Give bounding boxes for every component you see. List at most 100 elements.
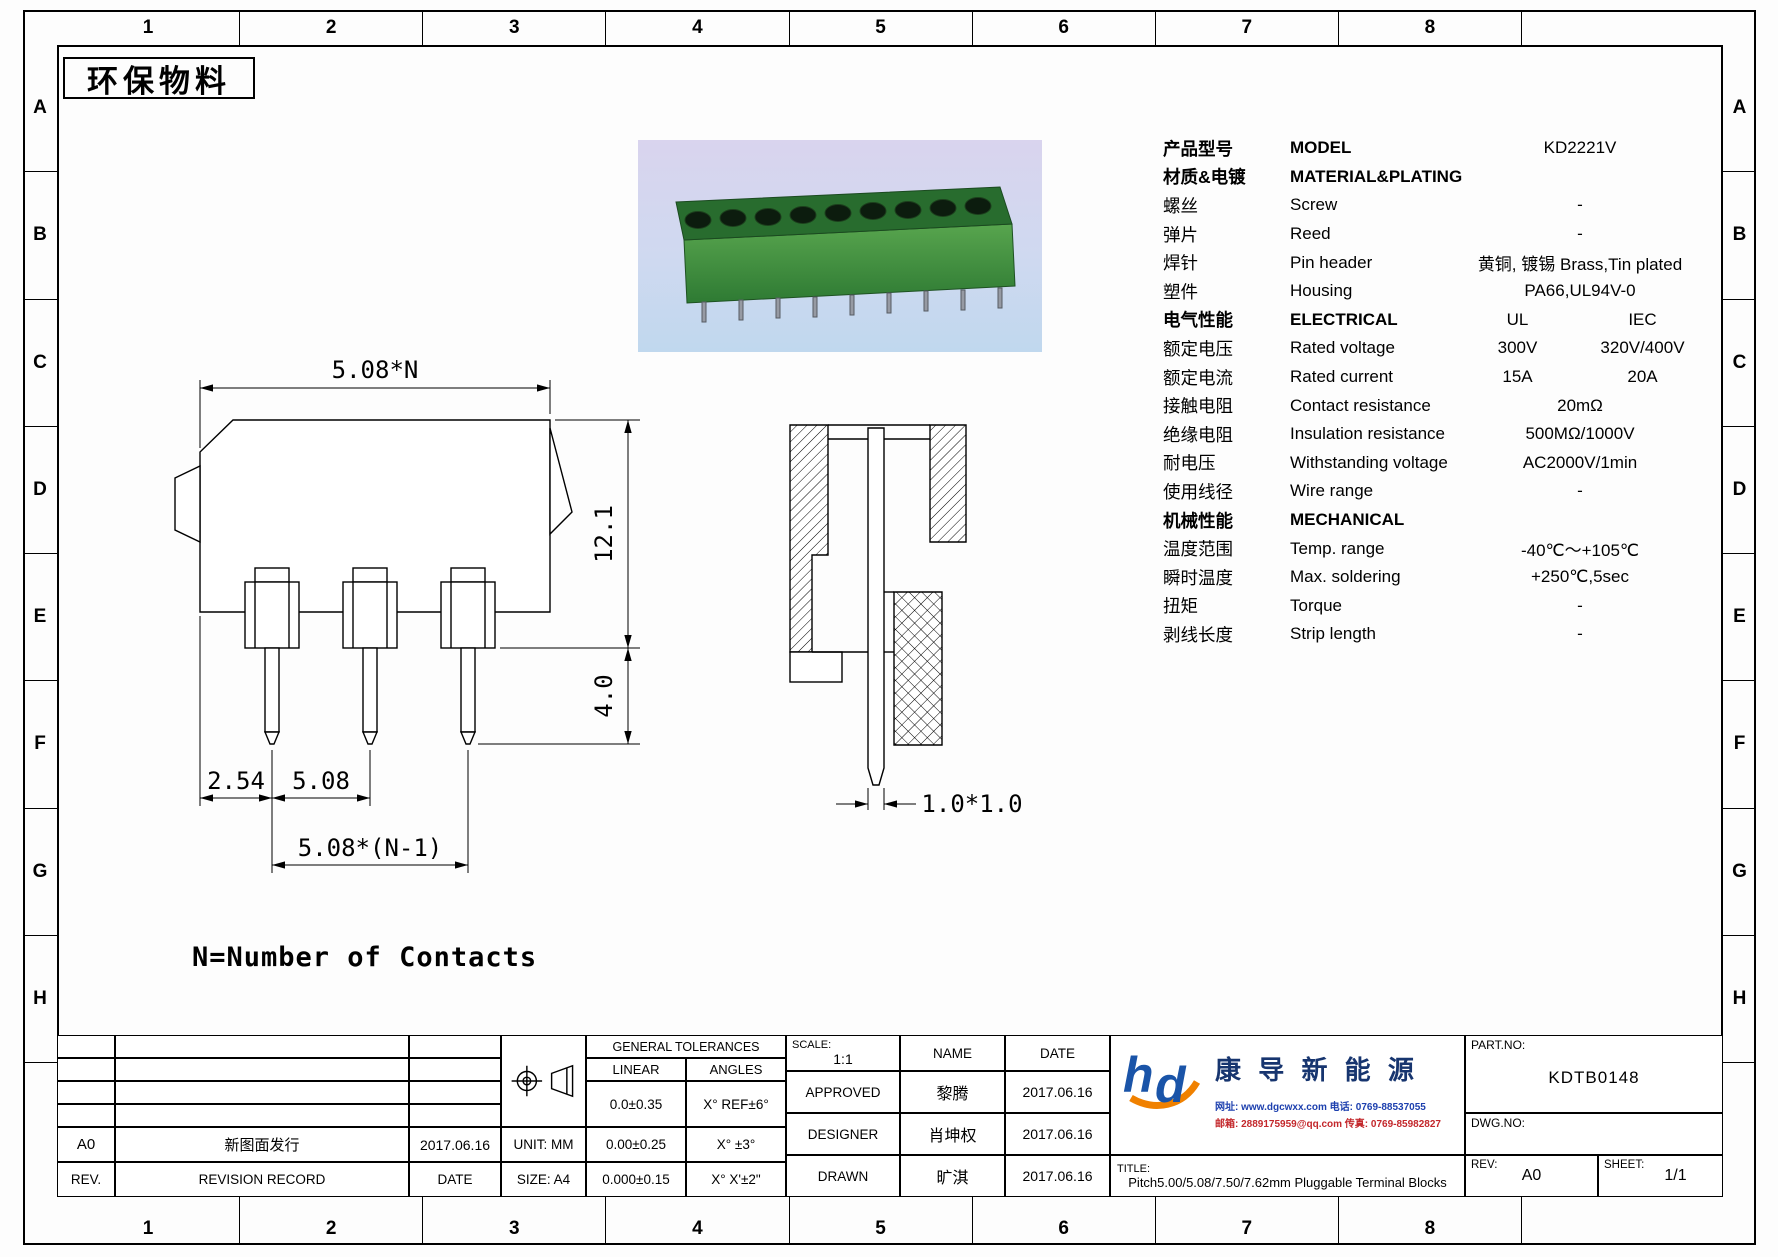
- approval-role: DRAWN: [786, 1155, 900, 1197]
- revision-row-empty: [57, 1035, 501, 1058]
- grid-column-label: 6: [973, 10, 1156, 45]
- spec-value-1: -: [1577, 481, 1583, 501]
- approval-name: 肖坤权: [900, 1113, 1005, 1155]
- spec-label-en: Withstanding voltage: [1290, 452, 1448, 472]
- spec-value-1: -: [1577, 624, 1583, 644]
- grid-column-label: 7: [1156, 10, 1339, 45]
- grid-row-label: D: [23, 427, 57, 554]
- spec-row: 绝缘电阻 Insulation resistance 500MΩ/1000V: [1163, 420, 1723, 449]
- grid-column-label: 2: [240, 1197, 424, 1245]
- sheet-cell: SHEET: 1/1: [1598, 1155, 1723, 1197]
- eco-material-stamp: 环保物料: [63, 57, 255, 99]
- spec-row: 使用线径 Wire range -: [1163, 477, 1723, 506]
- spec-label-en: Temp. range: [1290, 538, 1385, 558]
- spec-values: -: [1455, 596, 1705, 616]
- spec-label-en: Torque: [1290, 595, 1342, 615]
- spec-label-cn: 接触电阻: [1163, 396, 1233, 417]
- grid-row-label: F: [23, 681, 57, 809]
- part-no-cell: PART.NO: KDTB0148: [1465, 1035, 1723, 1113]
- projection-symbol-icon: [511, 1064, 573, 1098]
- revision-row: A0 新图面发行 2017.06.16: [57, 1127, 501, 1162]
- tolerance-angles-1: X° REF±6°: [686, 1081, 786, 1127]
- spec-value-1: 15A: [1502, 367, 1533, 387]
- date-header: DATE: [1005, 1035, 1110, 1071]
- dim-pin-section: 1.0*1.0: [921, 790, 1022, 818]
- product-photo-image: [638, 140, 1042, 352]
- approval-row: APPROVED 黎腾 2017.06.16: [786, 1071, 1110, 1113]
- spec-value-1: PA66,UL94V-0: [1524, 281, 1636, 301]
- spec-values: 黄铜, 镀锡 Brass,Tin plated: [1455, 250, 1705, 275]
- spec-values: +250℃,5sec: [1455, 567, 1705, 587]
- spec-label-en: MECHANICAL: [1290, 510, 1405, 530]
- spec-label-en: ELECTRICAL: [1290, 309, 1398, 329]
- dim-edge-pitch: 2.54: [207, 767, 265, 795]
- spec-label-cn: 螺丝: [1163, 195, 1198, 216]
- spec-value-1: -: [1577, 224, 1583, 244]
- sheet-label: SHEET:: [1604, 1159, 1645, 1171]
- tolerance-linear-3: 0.000±0.15: [586, 1162, 686, 1197]
- grid-column-label: 5: [790, 10, 973, 45]
- projection-symbol-cell: [501, 1035, 586, 1127]
- tolerances-title: GENERAL TOLERANCES: [586, 1035, 786, 1058]
- spec-table: 产品型号 MODEL KD2221V 材质&电镀 MATERIAL&PLATIN…: [1163, 134, 1723, 649]
- section-view: 1.0*1.0: [789, 424, 1023, 818]
- product-photo: [638, 140, 1042, 352]
- tolerance-linear-2: 0.00±0.25: [586, 1127, 686, 1162]
- spec-label-cn: 产品型号: [1163, 138, 1233, 159]
- spec-label-cn: 扭矩: [1163, 596, 1198, 617]
- spec-label-en: Screw: [1290, 195, 1338, 215]
- approval-date: 2017.06.16: [1005, 1155, 1110, 1197]
- revision-date: 2017.06.16: [409, 1127, 501, 1162]
- spec-label-cn: 弹片: [1163, 224, 1198, 245]
- unit-cell: UNIT: MM: [501, 1127, 586, 1162]
- spec-row: 塑件 Housing PA66,UL94V-0: [1163, 277, 1723, 306]
- spec-values: -: [1455, 195, 1705, 215]
- spec-row: 机械性能 MECHANICAL: [1163, 506, 1723, 535]
- dim-pin-length: 4.0: [590, 674, 618, 717]
- dim-pitch: 5.08: [292, 767, 350, 795]
- grid-row-label: H: [23, 936, 57, 1063]
- spec-row: 材质&电镀 MATERIAL&PLATING: [1163, 163, 1723, 192]
- revision-header-date: DATE: [409, 1162, 501, 1197]
- revision-row-empty: [57, 1104, 501, 1127]
- hd-logo-icon: h d: [1123, 1047, 1201, 1110]
- approval-date: 2017.06.16: [1005, 1113, 1110, 1155]
- title-label: TITLE:: [1117, 1162, 1151, 1175]
- dwg-no-cell: DWG.NO:: [1465, 1113, 1723, 1155]
- scale-cell: SCALE: 1:1: [786, 1035, 900, 1071]
- spec-value-1: +250℃,5sec: [1530, 567, 1629, 587]
- grid-column-label: 7: [1156, 1197, 1339, 1245]
- rev-value: A0: [1521, 1167, 1542, 1184]
- spec-value-1: -: [1577, 595, 1583, 615]
- grid-column-label: 2: [240, 10, 424, 45]
- tolerances-angles-header: ANGLES: [686, 1058, 786, 1081]
- spec-label-cn: 耐电压: [1163, 453, 1216, 474]
- spec-label-en: Reed: [1290, 224, 1331, 244]
- spec-value-1: 20mΩ: [1557, 395, 1603, 415]
- rev-label: REV:: [1471, 1159, 1498, 1171]
- spec-label-cn: 瞬时温度: [1163, 567, 1233, 588]
- revision-rev: A0: [57, 1127, 115, 1162]
- company-contact-line2: 邮箱: 2889175959@qq.com 传真: 0769-85982827: [1215, 1119, 1441, 1130]
- grid-row-label: G: [23, 809, 57, 936]
- spec-values: -: [1455, 224, 1705, 244]
- spec-value-1: AC2000V/1min: [1522, 452, 1638, 472]
- contacts-note: N=Number of Contacts: [192, 942, 538, 973]
- spec-row: 扭矩 Torque -: [1163, 592, 1723, 621]
- spec-label-cn: 绝缘电阻: [1163, 424, 1233, 445]
- dimension-drawing: 5.08*N 12.1 4.0 2.54 5.08 5.08*(N-1): [174, 356, 1023, 873]
- rev-cell: REV: A0: [1465, 1155, 1598, 1197]
- grid-row-label: E: [1723, 554, 1756, 682]
- spec-label-en: Insulation resistance: [1290, 424, 1445, 444]
- spec-values: -40℃～+105℃: [1455, 536, 1705, 561]
- spec-row: 瞬时温度 Max. soldering +250℃,5sec: [1163, 563, 1723, 592]
- revision-header-rev: REV.: [57, 1162, 115, 1197]
- spec-row: 产品型号 MODEL KD2221V: [1163, 134, 1723, 163]
